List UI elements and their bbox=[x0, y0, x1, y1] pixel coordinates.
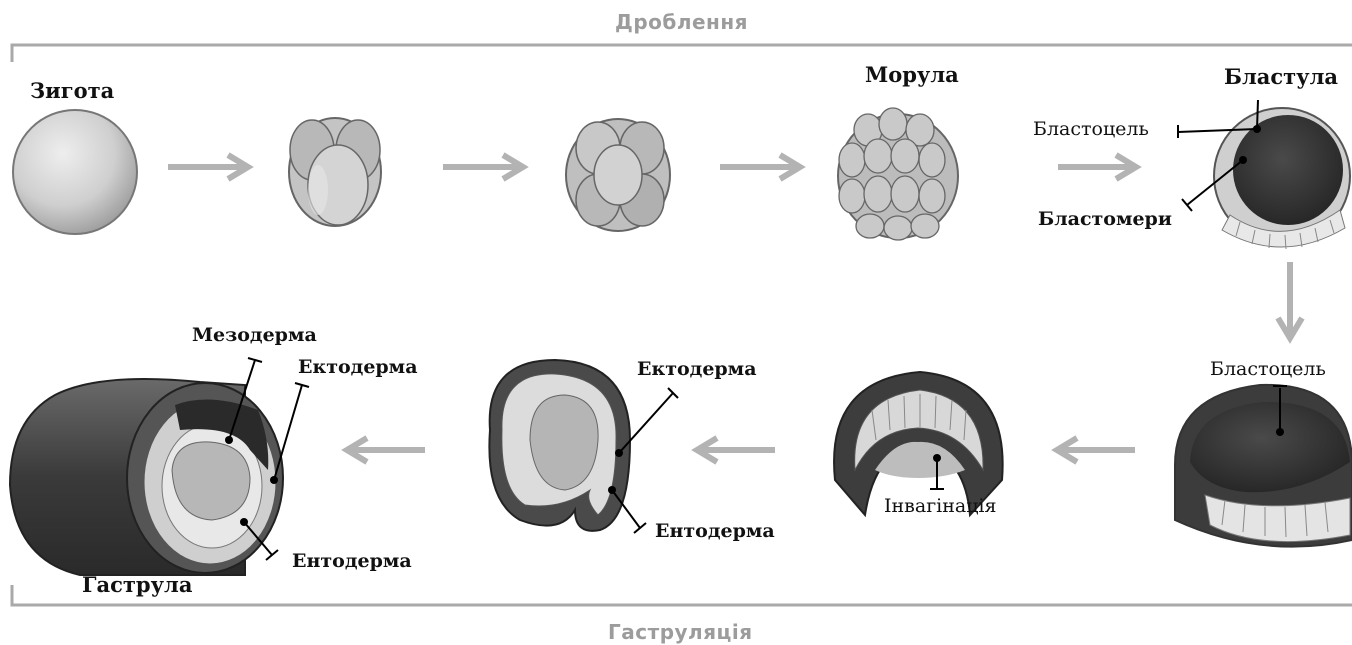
stage-label-zygote: Зигота bbox=[30, 78, 114, 103]
eight-cell-embryo bbox=[566, 119, 670, 231]
arrow-4 bbox=[1058, 155, 1136, 179]
label-blastomeres: Бластомери bbox=[1038, 208, 1172, 230]
label-ectoderm-2: Ектодерма bbox=[298, 356, 418, 378]
label-invagination: Інвагінація bbox=[884, 495, 997, 517]
arrow-1 bbox=[168, 155, 248, 179]
arrow-3 bbox=[720, 155, 800, 179]
cleavage-frame bbox=[12, 45, 1352, 62]
gastrula-embryo bbox=[10, 358, 309, 575]
morula-embryo bbox=[838, 108, 958, 240]
label-blastocoel-2: Бластоцель bbox=[1210, 358, 1326, 380]
pointer-blastula-top bbox=[1257, 100, 1258, 129]
stage-label-blastula: Бластула bbox=[1224, 64, 1338, 89]
gastrulation-frame bbox=[12, 585, 1352, 605]
label-ectoderm-1: Ектодерма bbox=[637, 358, 757, 380]
label-mesoderm: Мезодерма bbox=[192, 324, 317, 346]
arrow-5 bbox=[1057, 438, 1135, 462]
label-endoderm-1: Ентодерма bbox=[655, 520, 775, 542]
blastula-section bbox=[1175, 385, 1352, 547]
invagination-embryo bbox=[834, 372, 1003, 515]
arrow-2 bbox=[443, 155, 523, 179]
arrow-7 bbox=[347, 438, 425, 462]
four-cell-embryo bbox=[289, 118, 381, 226]
arrow-down bbox=[1278, 262, 1302, 338]
arrow-6 bbox=[697, 438, 775, 462]
stage-label-morula: Морула bbox=[865, 62, 959, 87]
early-gastrula-embryo bbox=[489, 360, 678, 533]
zygote-cell bbox=[13, 110, 137, 234]
label-blastocoel-1: Бластоцель bbox=[1033, 118, 1149, 140]
stage-label-gastrula: Гаструла bbox=[82, 572, 192, 597]
label-endoderm-2: Ентодерма bbox=[292, 550, 412, 572]
